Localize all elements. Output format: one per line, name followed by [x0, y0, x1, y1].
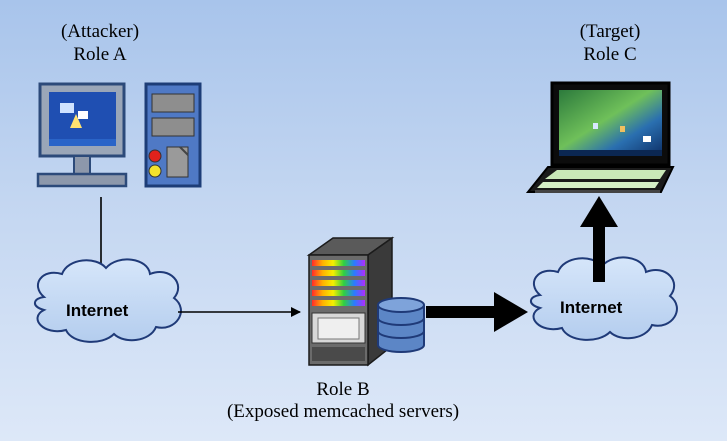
role-b-name: Role B — [316, 379, 370, 400]
role-a-name: Role A — [73, 44, 127, 65]
internet-left-label: Internet — [66, 301, 129, 320]
role-b-description: (Exposed memcached servers) — [226, 401, 460, 422]
internet-cloud-right — [530, 256, 678, 341]
laptop-icon — [525, 81, 675, 193]
internet-cloud-left — [34, 258, 182, 343]
desktop-computer-icon — [36, 82, 202, 188]
arrow-internet-to-target — [580, 196, 618, 282]
internet-right-label: Internet — [560, 298, 623, 317]
role-a-qualifier: (Attacker) — [60, 21, 140, 42]
role-c-name: Role C — [583, 44, 637, 65]
role-c-qualifier: (Target) — [579, 21, 641, 42]
database-icon — [377, 297, 425, 353]
arrow-servers-to-internet — [426, 292, 528, 332]
